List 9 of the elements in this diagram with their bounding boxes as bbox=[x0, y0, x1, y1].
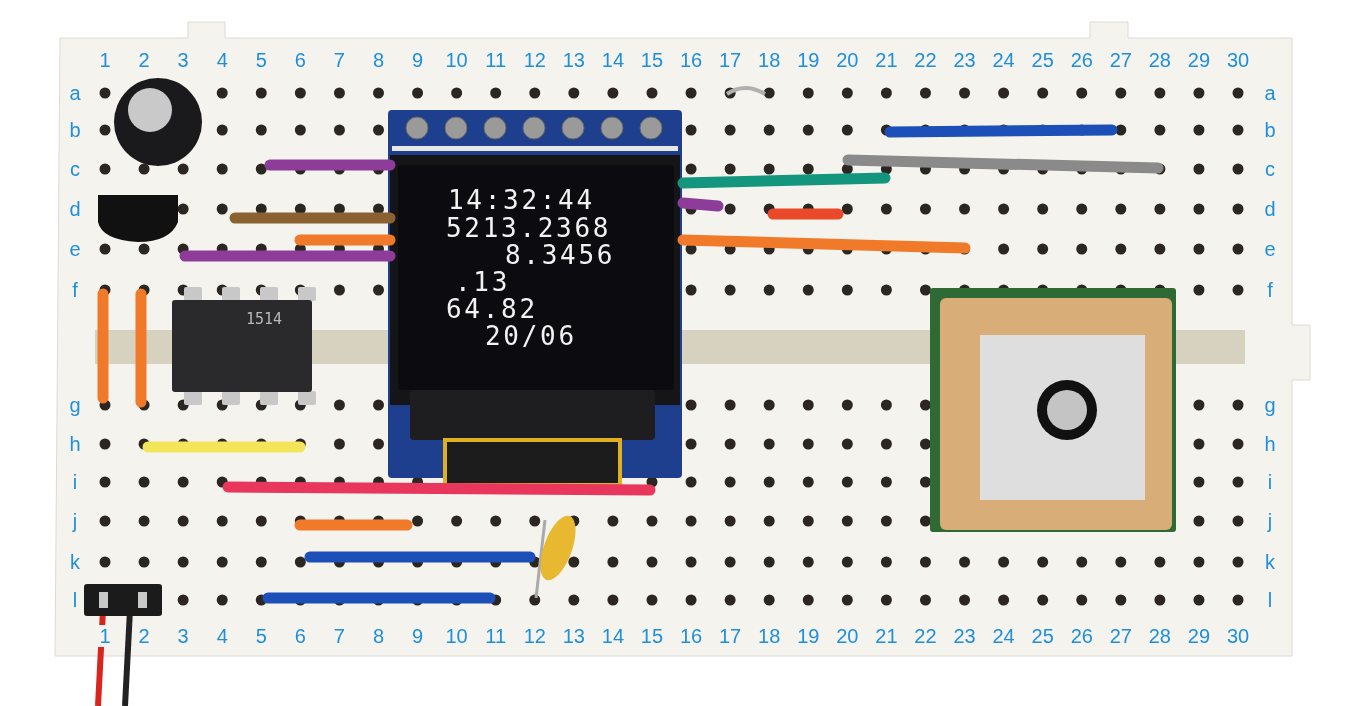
display-text: .13 bbox=[455, 269, 511, 295]
chip-marking: 1514 bbox=[246, 312, 283, 327]
display-text: 64.82 bbox=[446, 296, 538, 322]
column-number: 1 bbox=[97, 625, 113, 647]
ic-chip bbox=[172, 300, 312, 392]
display-text: 20/06 bbox=[485, 323, 577, 349]
display-text: 5213.2368 bbox=[446, 215, 612, 241]
display-text: 14:32:44 bbox=[448, 187, 595, 213]
display-text: 8.3456 bbox=[505, 242, 616, 268]
